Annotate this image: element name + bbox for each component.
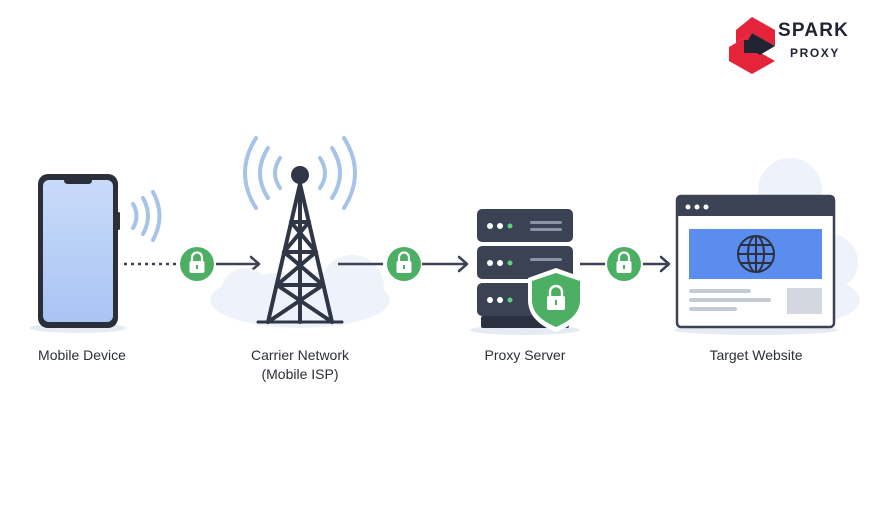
lock-icon: [607, 247, 641, 281]
cell-tower-icon: [256, 182, 344, 324]
spark-proxy-logo-icon: [729, 17, 775, 74]
connector-carrier-proxy: [338, 255, 469, 273]
globe-icon: [737, 235, 775, 273]
brand-logo: SPARK PROXY: [728, 18, 858, 72]
brand-name: SPARK: [778, 20, 850, 41]
connector-proxy-target: [580, 255, 671, 273]
label-carrier-network: Carrier Network (Mobile ISP): [250, 347, 349, 382]
brand-subtitle: PROXY: [790, 46, 841, 60]
antenna-tip: [291, 166, 309, 184]
smartphone-icon: [30, 174, 126, 333]
lock-icon: [387, 247, 421, 281]
lock-icon: [180, 247, 214, 281]
label-mobile-device: Mobile Device: [38, 347, 126, 363]
label-target-website: Target Website: [709, 347, 803, 363]
radio-waves-icon: [243, 136, 357, 210]
wifi-signal-icon: [131, 190, 162, 242]
label-proxy-server: Proxy Server: [484, 347, 566, 363]
cloud-background: [210, 255, 390, 328]
connector-mobile-carrier: [124, 255, 261, 273]
shield-lock-icon: [528, 268, 584, 332]
